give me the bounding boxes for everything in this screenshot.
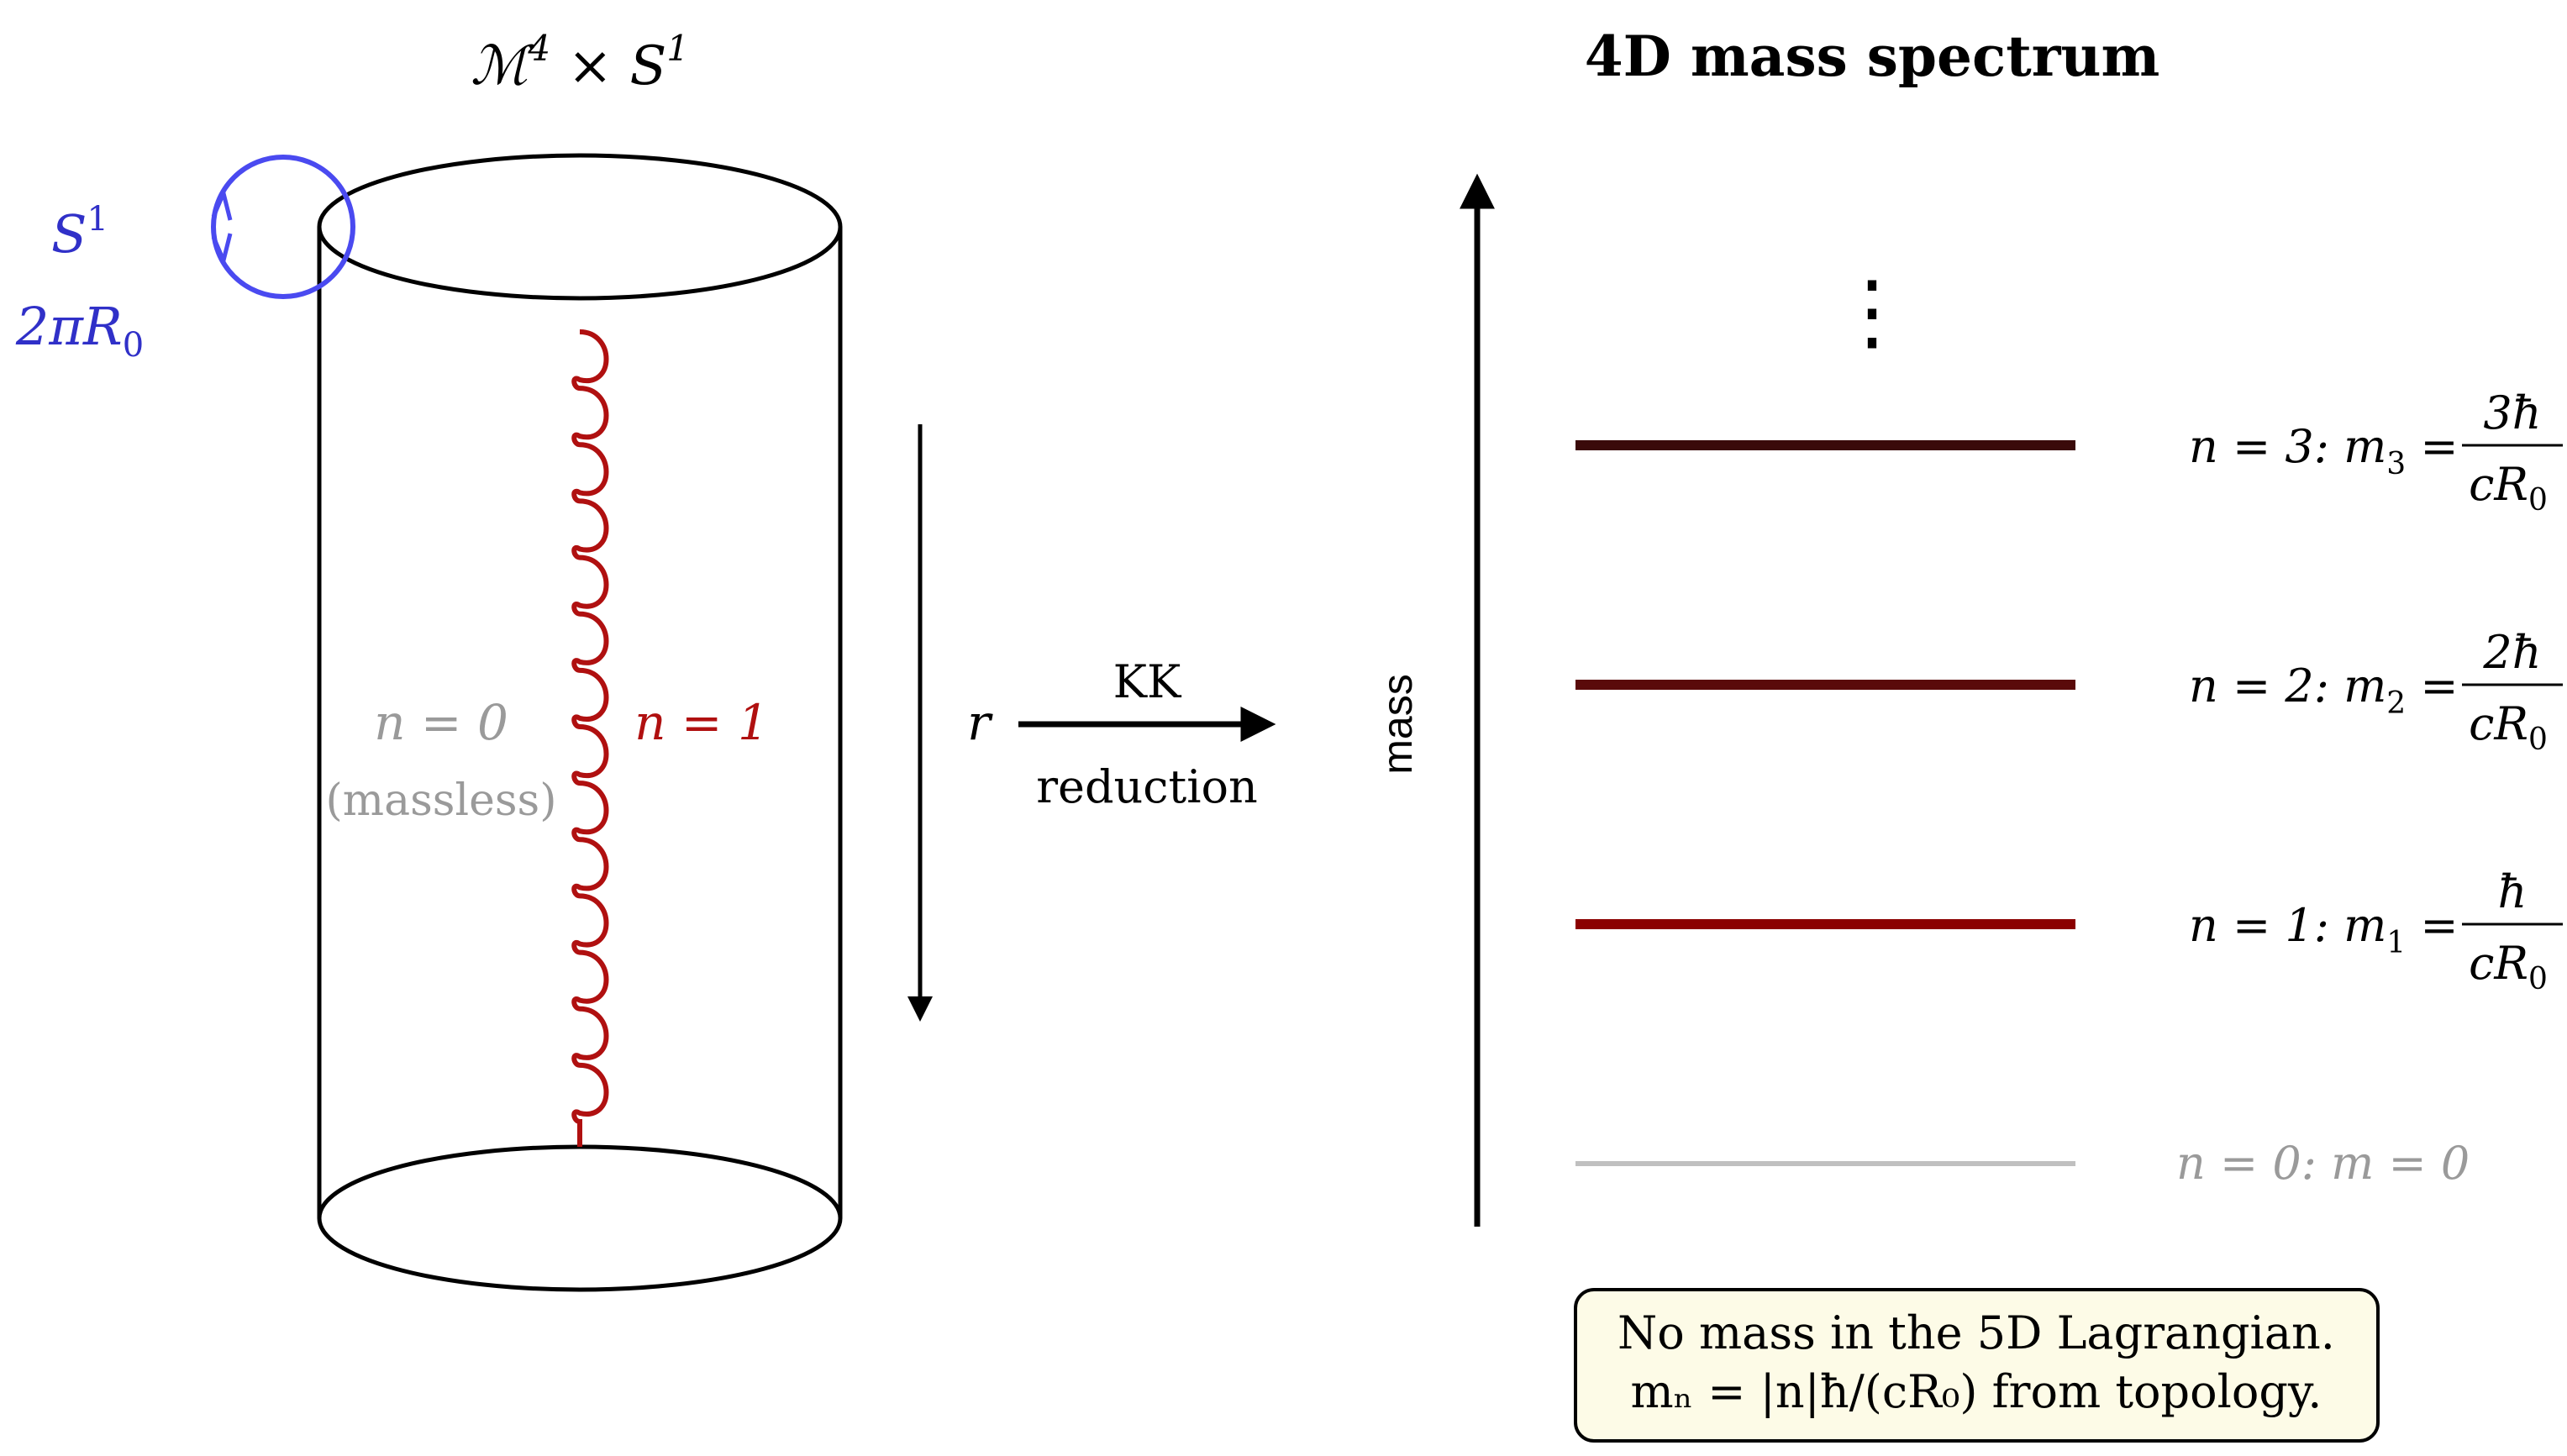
note-line-2: mₙ = |n|ħ/(cR₀) from topology. (1631, 1365, 2322, 1418)
spectrum-group: 4D mass spectrum mass ⋮ n = 3: m3 = 3ħ c… (1374, 24, 2563, 1443)
cylinder-group: ℳ4 × S1 S1 2πR0 n = 0 (massless) n = 1 (15, 28, 843, 1292)
continuation-dots: ⋮ (1830, 262, 1914, 360)
mode-one-label: n = 1 (634, 694, 769, 751)
cylinder-bottom-ellipse (317, 1144, 843, 1292)
cylinder-top-ellipse (317, 153, 843, 301)
svg-text:n = 2: m2 =: n = 2: m2 = (2189, 660, 2459, 721)
note-line-1: No mass in the 5D Lagrangian. (1618, 1306, 2335, 1359)
note-box (1574, 1288, 2380, 1443)
svg-text:cR0: cR0 (2469, 458, 2548, 518)
circle-label: S1 (51, 200, 108, 265)
compact-circle (211, 155, 355, 299)
circle-arrow-down (211, 233, 233, 267)
svg-text:n = 3: m3 =: n = 3: m3 = (2189, 420, 2459, 481)
mode-one-wave (571, 329, 609, 1147)
cylinder-title: ℳ4 × S1 (471, 28, 689, 97)
reduction-label: reduction (1036, 760, 1258, 813)
svg-text:cR0: cR0 (2469, 937, 2548, 996)
spectrum-title: 4D mass spectrum (1585, 24, 2160, 89)
mode-zero-note: (massless) (325, 775, 556, 826)
radius-label: r (967, 694, 993, 751)
level-label-1: n = 1: m1 = ħ cR0 (2189, 865, 2563, 996)
circumference-label: 2πR0 (15, 296, 144, 365)
svg-text:2ħ: 2ħ (2482, 626, 2541, 679)
svg-text:3ħ: 3ħ (2483, 386, 2541, 439)
mass-axis-label: mass (1374, 674, 1421, 774)
level-label-0: n = 0: m = 0 (2176, 1137, 2470, 1190)
svg-text:n = 1: m1 =: n = 1: m1 = (2189, 899, 2459, 960)
circle-arrow-up (211, 187, 233, 221)
kk-label: KK (1113, 655, 1182, 708)
level-label-2: n = 2: m2 = 2ħ cR0 (2189, 626, 2563, 757)
mode-zero-label: n = 0 (374, 694, 508, 751)
svg-text:ħ: ħ (2498, 865, 2528, 918)
level-label-3: n = 3: m3 = 3ħ cR0 (2189, 386, 2563, 518)
svg-text:cR0: cR0 (2469, 697, 2548, 757)
